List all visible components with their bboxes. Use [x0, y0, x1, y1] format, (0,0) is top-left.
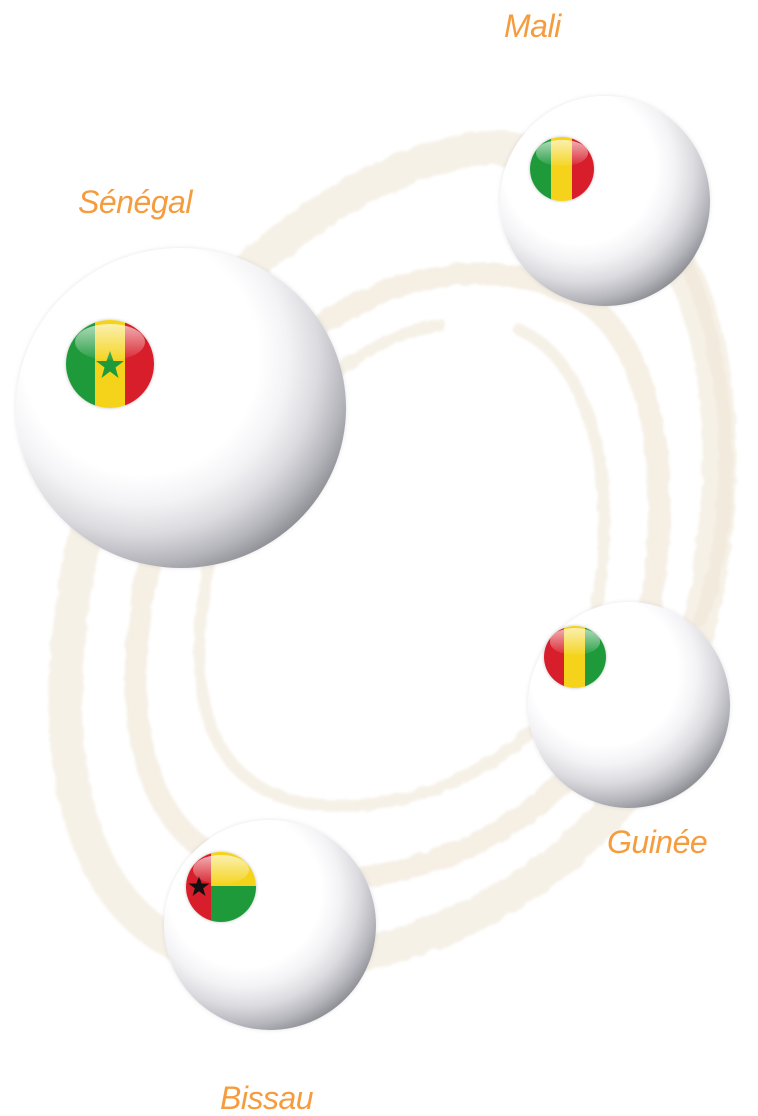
- guinea-flag-icon: [544, 626, 606, 688]
- mali-flag-icon: [530, 137, 594, 201]
- senegal-node[interactable]: [16, 248, 346, 568]
- label-bissau: Bissau: [220, 1080, 314, 1116]
- mali-node[interactable]: [500, 96, 710, 306]
- guinea-bissau-flag-icon: [186, 852, 256, 922]
- bissau-node[interactable]: [164, 820, 376, 1030]
- label-guinee: Guinée: [607, 824, 708, 860]
- label-senegal: Sénégal: [78, 184, 192, 220]
- senegal-flag-icon: [66, 320, 154, 408]
- label-mali: Mali: [504, 8, 561, 44]
- guinee-node[interactable]: [528, 602, 730, 808]
